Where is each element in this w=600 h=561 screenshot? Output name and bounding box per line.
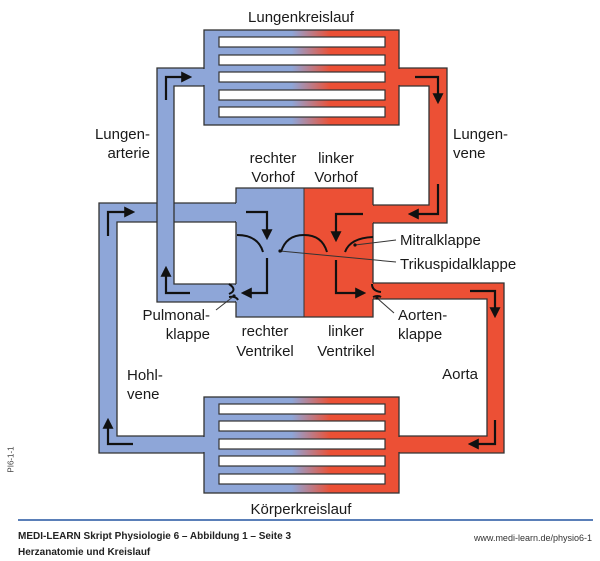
arrow-ra-down <box>246 210 273 241</box>
arrow-vena-cava-right <box>106 206 136 236</box>
label-vena-cava-1: Hohl- <box>127 367 163 384</box>
label-vena-cava-2: vene <box>127 386 160 403</box>
tricuspid-valve-right <box>280 234 305 253</box>
title-lung-circulation: Lungenkreislauf <box>248 9 355 26</box>
label-pulmonary-artery-1: Lungen- <box>95 126 150 143</box>
label-left-ventricle-1: linker <box>328 323 364 340</box>
arrow-la-down <box>330 212 363 243</box>
arrow-aorta-bottom <box>467 420 497 450</box>
label-pulmonary-artery-2: arterie <box>107 145 150 162</box>
label-left-atrium-1: linker <box>318 150 354 167</box>
arrow-pulm-vein-down <box>415 75 444 105</box>
label-right-ventricle-2: Ventrikel <box>236 343 294 360</box>
label-pulmonary-valve-1: Pulmonal- <box>142 307 210 324</box>
body-capillaries <box>198 396 405 494</box>
footer-divider <box>18 519 593 521</box>
footer-subtitle: Herzanatomie und Kreislauf <box>18 547 151 558</box>
footer-source: MEDI-LEARN Skript Physiologie 6 – Abbild… <box>18 531 292 542</box>
label-mitral-valve: Mitralklappe <box>400 232 481 249</box>
arrow-lv-right <box>334 260 367 299</box>
label-tricuspid-valve: Trikuspidalklappe <box>400 256 516 273</box>
arrow-aorta-down <box>470 289 501 319</box>
label-pulmonary-valve-2: klappe <box>166 326 210 343</box>
footer-url[interactable]: www.medi-learn.de/physio6-1 <box>473 533 592 543</box>
title-body-circulation: Körperkreislauf <box>251 501 353 518</box>
label-pulmonary-vein-2: vene <box>453 145 486 162</box>
arrow-pulm-artery-inner-up <box>160 265 190 295</box>
pointer-lines <box>215 239 397 314</box>
label-right-ventricle-1: rechter <box>242 323 289 340</box>
tricuspid-valve-left <box>236 234 264 253</box>
arrow-rv-left <box>240 258 269 299</box>
arrow-pulm-vein-into-heart <box>407 184 440 220</box>
arrow-pulm-artery-up <box>164 71 193 100</box>
flow-arrows <box>102 71 501 450</box>
arrow-vena-cava-up <box>102 417 133 446</box>
mitral-valve-left <box>303 234 328 253</box>
label-aortic-valve-2: klappe <box>398 326 442 343</box>
label-left-ventricle-2: Ventrikel <box>317 343 375 360</box>
label-aorta: Aorta <box>442 366 479 383</box>
valves <box>228 234 382 301</box>
aortic-valve <box>371 283 382 298</box>
label-pulmonary-vein-1: Lungen- <box>453 126 508 143</box>
figure-code: PI6-1-1 <box>6 446 16 473</box>
heart <box>230 187 379 318</box>
mitral-valve-right <box>344 236 374 253</box>
label-right-atrium-2: Vorhof <box>251 169 295 186</box>
left-heart <box>304 188 373 317</box>
label-aortic-valve-1: Aorten- <box>398 307 447 324</box>
lung-capillaries <box>198 29 405 126</box>
label-left-atrium-2: Vorhof <box>314 169 358 186</box>
label-right-atrium-1: rechter <box>250 150 297 167</box>
